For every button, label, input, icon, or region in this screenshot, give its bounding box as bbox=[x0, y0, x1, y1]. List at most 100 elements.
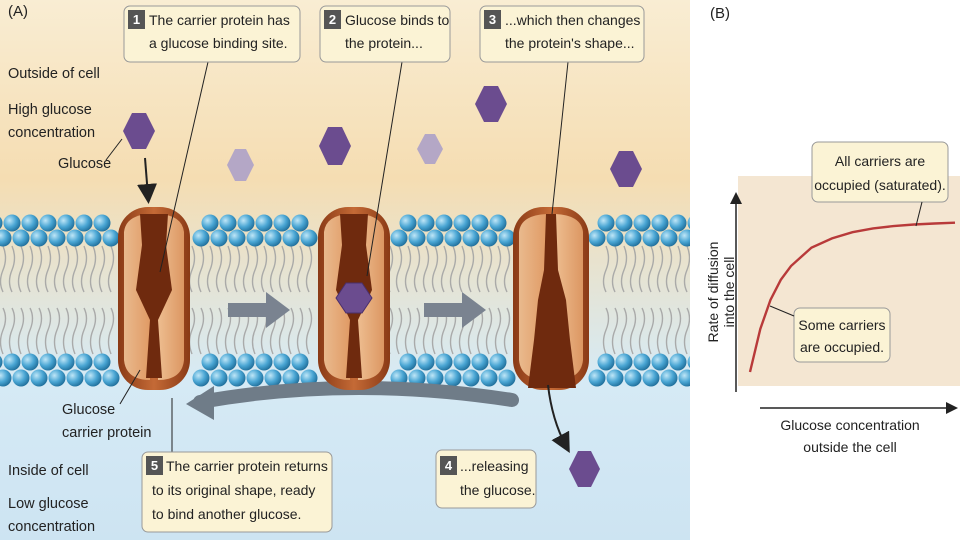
annotation-saturated-line-1: All carriers are bbox=[835, 153, 925, 169]
lipid-head bbox=[192, 229, 210, 247]
lipid-head bbox=[471, 353, 489, 371]
lipid-tail bbox=[638, 307, 646, 355]
lipid-tail bbox=[494, 307, 502, 355]
lipid-tail bbox=[620, 307, 628, 355]
lipid-head bbox=[669, 214, 687, 232]
inside-label: Inside of cell bbox=[8, 463, 89, 479]
lipid-tail bbox=[53, 307, 61, 355]
lipid-head bbox=[642, 229, 660, 247]
y-axis-label: Rate of diffusion into the cell bbox=[705, 242, 737, 343]
lipid-tail bbox=[287, 307, 295, 355]
lipid-tail bbox=[413, 307, 421, 355]
lipid-tail bbox=[305, 307, 313, 355]
carrier-label-2: carrier protein bbox=[62, 425, 151, 441]
lipid-head bbox=[615, 214, 633, 232]
low-glucose-label-2: concentration bbox=[8, 519, 95, 535]
lipid-tail bbox=[287, 245, 295, 293]
callout-3-number: 3 bbox=[489, 12, 496, 27]
lipid-tail bbox=[440, 245, 448, 293]
lipid-head bbox=[84, 369, 102, 387]
lipid-head bbox=[75, 353, 93, 371]
lipid-tail bbox=[674, 245, 682, 293]
glucose-molecule bbox=[475, 86, 507, 122]
lipid-head bbox=[480, 229, 498, 247]
y-axis-label-line-1: Rate of diffusion bbox=[705, 242, 721, 343]
lipid-head bbox=[3, 214, 21, 232]
lipid-tail bbox=[260, 245, 268, 293]
lipid-tail bbox=[467, 245, 475, 293]
lipid-head bbox=[93, 214, 111, 232]
lipid-head bbox=[606, 369, 624, 387]
lipid-head bbox=[255, 353, 273, 371]
lipid-tail bbox=[611, 245, 619, 293]
lipid-tail bbox=[656, 245, 664, 293]
lipid-head bbox=[48, 369, 66, 387]
glucose-label: Glucose bbox=[58, 156, 111, 172]
callout-3-line-1: ...which then changes bbox=[505, 12, 640, 28]
lipid-head bbox=[30, 369, 48, 387]
lipid-head bbox=[66, 229, 84, 247]
lipid-head bbox=[408, 229, 426, 247]
lipid-head bbox=[426, 369, 444, 387]
glucose-molecule bbox=[319, 127, 351, 165]
lipid-head bbox=[282, 369, 300, 387]
lipid-head bbox=[651, 214, 669, 232]
lipid-tail bbox=[431, 245, 439, 293]
lipid-tail bbox=[98, 307, 106, 355]
glucose-molecules bbox=[123, 86, 642, 487]
lipid-tail bbox=[647, 245, 655, 293]
callout-2-line-1: Glucose binds to bbox=[345, 12, 449, 28]
lipid-tail bbox=[656, 307, 664, 355]
lipid-head bbox=[300, 229, 318, 247]
lipid-tail bbox=[602, 307, 610, 355]
lipid-head bbox=[21, 214, 39, 232]
glucose-molecule-released bbox=[569, 451, 600, 487]
glucose-molecule-faded bbox=[227, 149, 254, 181]
lipid-head bbox=[435, 214, 453, 232]
lipid-tail bbox=[206, 245, 214, 293]
lipid-head bbox=[246, 229, 264, 247]
callout-2: 2 Glucose binds to the protein... bbox=[319, 5, 451, 63]
lipid-tail bbox=[44, 245, 52, 293]
lipid-head bbox=[0, 355, 3, 369]
annotation-partial: Some carriers are occupied. bbox=[769, 305, 891, 363]
lipid-tail bbox=[215, 307, 223, 355]
annotation-saturated-line-2: occupied (saturated). bbox=[814, 177, 946, 193]
lipid-tail bbox=[395, 307, 403, 355]
lipid-tail bbox=[629, 245, 637, 293]
lipid-head bbox=[12, 229, 30, 247]
lipid-tail bbox=[80, 307, 88, 355]
lipid-head bbox=[39, 214, 57, 232]
lipid-tail bbox=[278, 245, 286, 293]
transition-arrow-2 bbox=[424, 292, 486, 328]
lipid-head bbox=[399, 353, 417, 371]
lipid-head bbox=[228, 369, 246, 387]
lipid-head bbox=[624, 369, 642, 387]
lipid-tail bbox=[404, 245, 412, 293]
lipid-head bbox=[237, 214, 255, 232]
lipid-tail bbox=[62, 245, 70, 293]
lipid-head bbox=[471, 214, 489, 232]
lipid-tail bbox=[26, 307, 34, 355]
lipid-head bbox=[669, 353, 687, 371]
lipid-head bbox=[444, 229, 462, 247]
y-axis-label-line-2: into the cell bbox=[721, 257, 737, 328]
lipid-tail bbox=[233, 245, 241, 293]
lipid-head bbox=[75, 214, 93, 232]
lipid-tail bbox=[422, 245, 430, 293]
lipid-head bbox=[417, 353, 435, 371]
lipid-head bbox=[291, 214, 309, 232]
lipid-head bbox=[588, 369, 606, 387]
lipid-head bbox=[48, 229, 66, 247]
lipid-head bbox=[192, 369, 210, 387]
lipid-head bbox=[0, 369, 12, 387]
lipid-head bbox=[606, 229, 624, 247]
lipid-tail bbox=[8, 307, 16, 355]
lipid-tail bbox=[674, 307, 682, 355]
lipid-tail bbox=[683, 245, 690, 293]
lipid-head bbox=[399, 214, 417, 232]
lipid-head bbox=[453, 214, 471, 232]
lipid-head bbox=[210, 229, 228, 247]
lipid-tail bbox=[8, 245, 16, 293]
callout-1-leader bbox=[159, 61, 209, 273]
